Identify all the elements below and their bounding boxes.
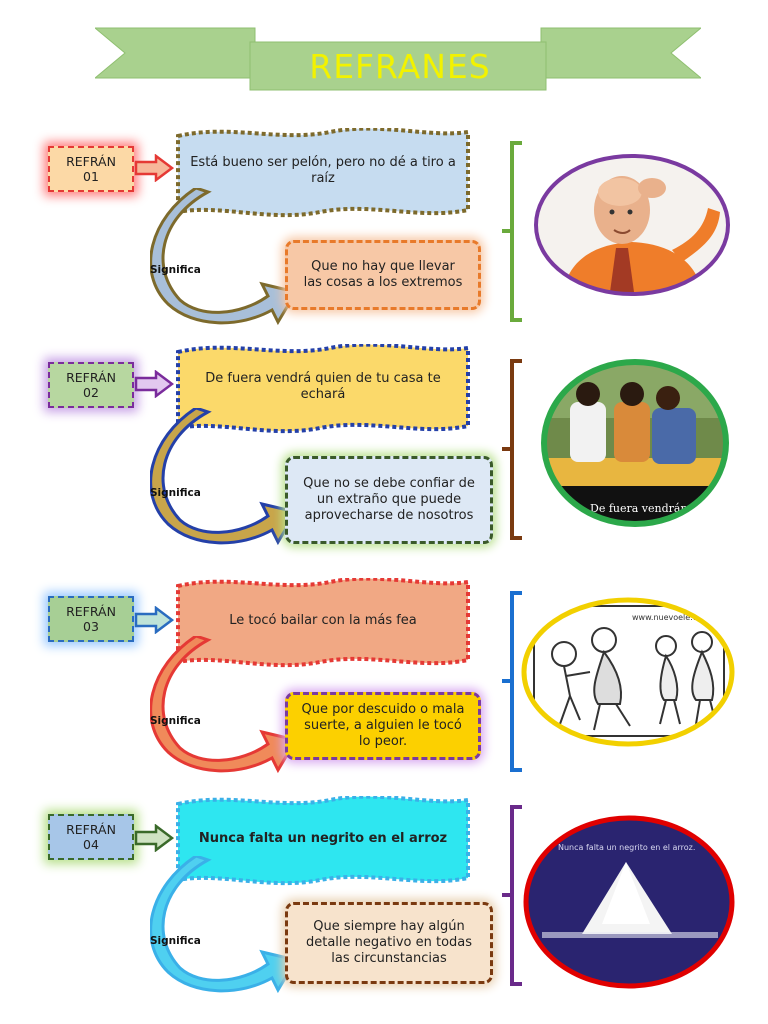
proverb-banner-1 bbox=[176, 128, 470, 218]
significa-label-4: Significa bbox=[150, 935, 201, 947]
right-arrow-icon bbox=[134, 606, 174, 634]
right-arrow-icon bbox=[134, 370, 174, 398]
significa-label-1: Significa bbox=[150, 264, 201, 276]
refran-label-2-word: REFRÁN bbox=[66, 370, 116, 385]
curved-arrow-icon bbox=[150, 856, 299, 994]
proverb-banner-4 bbox=[176, 796, 470, 886]
proverb-text-3: Le tocó bailar con la más fea bbox=[229, 613, 417, 628]
refran-label-3-number: 03 bbox=[83, 619, 99, 634]
curved-arrow-icon bbox=[150, 636, 299, 774]
bald-man-thinking-photo bbox=[534, 154, 730, 296]
refran-label-1-word: REFRÁN bbox=[66, 154, 116, 169]
meaning-box-1: Que no hay que llevar las cosas a los ex… bbox=[285, 240, 481, 310]
meaning-box-4: Que siempre hay algún detalle negativo e… bbox=[285, 902, 493, 984]
significa-label-2: Significa bbox=[150, 487, 201, 499]
meaning-box-3: Que por descuido o mala suerte, a alguie… bbox=[285, 692, 481, 760]
title-banner bbox=[95, 27, 701, 91]
dancing-cartoon-photo: www.nuevoele.com bbox=[521, 597, 735, 747]
photo-caption-2: De fuera vendrán, bbox=[590, 502, 691, 515]
right-arrow-icon bbox=[134, 154, 174, 182]
curved-arrow-icon bbox=[150, 408, 299, 546]
refran-label-4-word: REFRÁN bbox=[66, 822, 116, 837]
bracket-1 bbox=[502, 141, 522, 322]
refran-label-1-number: 01 bbox=[83, 169, 99, 184]
refran-label-3-word: REFRÁN bbox=[66, 604, 116, 619]
proverb-text-4: Nunca falta un negrito en el arroz bbox=[198, 831, 448, 846]
rice-pile-photo: Nunca falta un negrito en el arroz. bbox=[523, 815, 735, 989]
bracket-4 bbox=[502, 805, 522, 986]
refran-label-2-number: 02 bbox=[83, 385, 99, 400]
meaning-box-2: Que no se debe confiar de un extraño que… bbox=[285, 456, 493, 544]
proverb-text-2: De fuera vendrá quien de tu casa te echa… bbox=[205, 371, 441, 402]
curved-arrow-icon bbox=[150, 188, 299, 326]
proverb-banner-2 bbox=[176, 344, 470, 434]
photo-caption-3: www.nuevoele.com bbox=[632, 613, 710, 622]
proverb-banner-3 bbox=[176, 578, 470, 668]
photo-caption-4: Nunca falta un negrito en el arroz. bbox=[558, 843, 695, 852]
refran-label-4-number: 04 bbox=[83, 837, 99, 852]
proverb-text-1: Está bueno ser pelón, pero no dé a tiro … bbox=[190, 155, 456, 186]
bracket-2 bbox=[502, 359, 522, 540]
page-title: REFRANES bbox=[309, 46, 491, 86]
three-people-sitting-photo: De fuera vendrán, bbox=[541, 359, 729, 527]
significa-label-3: Significa bbox=[150, 715, 201, 727]
bracket-3 bbox=[502, 591, 522, 772]
right-arrow-icon bbox=[134, 824, 174, 852]
